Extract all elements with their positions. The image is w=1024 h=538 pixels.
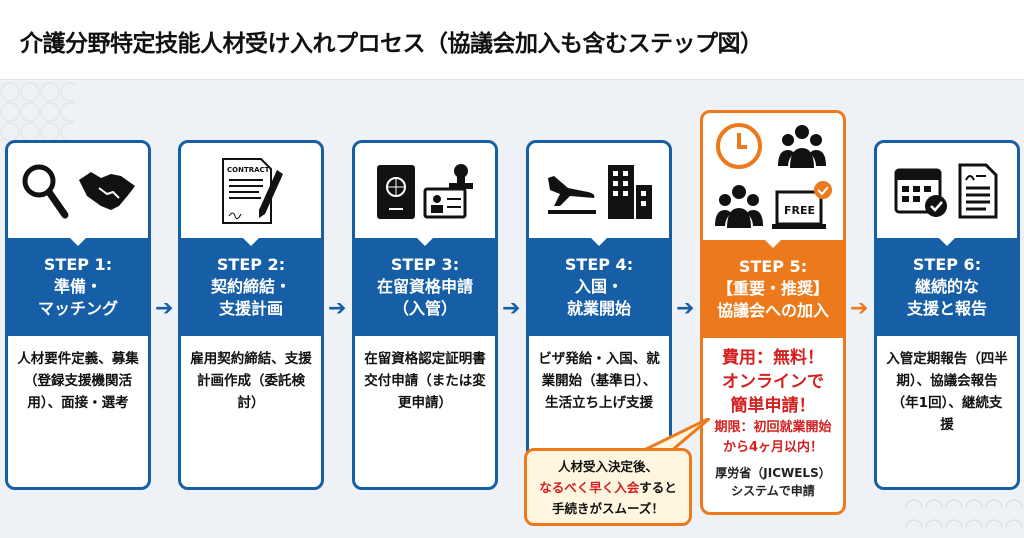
- handshake-icon: [79, 171, 135, 210]
- title-bar: 介護分野特定技能人材受け入れプロセス（協議会加入も含むステップ図）: [0, 0, 1024, 80]
- callout-highlight: なるべく早く入会: [539, 480, 640, 495]
- step-title: 就業開始: [566, 299, 631, 318]
- decorative-wave-pattern: [904, 488, 1024, 538]
- online-text: 簡単申請！: [730, 396, 816, 416]
- free-label: FREE: [784, 204, 815, 217]
- step-6-card: STEP 6: 継続的な 支援と報告 入管定期報告（四半期）、協議会報告（年1回…: [874, 140, 1020, 490]
- step-title: 継続的な: [914, 277, 979, 296]
- step-label: STEP 3:: [390, 255, 460, 274]
- step-label: STEP 2:: [216, 255, 286, 274]
- step-label: STEP 6:: [912, 255, 982, 274]
- callout-line: 人材受入決定後、: [557, 459, 658, 474]
- step-5-card: FREE STEP 5: 【重要・推奨】 協議会への加入 費用：無料！ オンライ…: [700, 110, 846, 515]
- decorative-pattern: [0, 82, 75, 142]
- magnifier-icon: [22, 164, 69, 218]
- contract-icon: CONTRACT: [222, 157, 283, 224]
- passport-icon: [377, 164, 415, 219]
- callout-line: すると: [639, 480, 677, 495]
- contract-label: CONTRACT: [227, 166, 270, 174]
- step-title: 支援と報告: [906, 299, 987, 318]
- step-1-card: STEP 1: 準備・ マッチング 人材要件定義、募集（登録支援機関活用）、面接…: [5, 140, 151, 490]
- page-title: 介護分野特定技能人材受け入れプロセス（協議会加入も含むステップ図）: [20, 31, 763, 57]
- callout-tail: [640, 418, 710, 452]
- step-4-card: STEP 4: 入国・ 就業開始 ビザ発給・入国、就業開始（基準日）、生活立ち上…: [526, 140, 672, 490]
- online-text: オンラインで: [722, 372, 824, 392]
- clock-icon: [716, 123, 762, 169]
- group-icon: [715, 185, 763, 228]
- step-description: 在留資格認定証明書交付申請（または変更申請）: [364, 351, 486, 411]
- step-title: 協議会への加入: [716, 301, 829, 320]
- airplane-icon: [548, 175, 596, 214]
- step-3-card: STEP 3: 在留資格申請 （入管） 在留資格認定証明書交付申請（または変更申…: [352, 140, 498, 490]
- step-description: ビザ発給・入国、就業開始（基準日）、生活立ち上げ支援: [538, 351, 660, 411]
- step-label: STEP 4:: [564, 255, 634, 274]
- step-title: 準備・: [53, 277, 102, 296]
- step-title: マッチング: [37, 299, 118, 318]
- step-title: 入国・: [574, 277, 623, 296]
- step-label: STEP 1:: [43, 255, 113, 274]
- step-title: 支援計画: [218, 299, 283, 318]
- step-title: 【重要・推奨】: [716, 279, 829, 298]
- arrow-right-icon: ➔: [676, 296, 695, 321]
- step-title: （入管）: [392, 299, 457, 318]
- cost-text: 費用：無料！: [722, 348, 824, 368]
- laptop-free-icon: FREE: [772, 181, 832, 229]
- calendar-check-icon: [894, 168, 947, 217]
- arrow-right-icon: ➔: [850, 296, 869, 321]
- step-title: 在留資格申請: [376, 277, 473, 296]
- callout-line: 手続きがスムーズ！: [552, 501, 664, 516]
- arrow-right-icon: ➔: [502, 296, 521, 321]
- deadline-text: 期限：初回就業開始から4ヶ月以内！: [714, 420, 832, 455]
- stamp-id-icon: [423, 163, 473, 218]
- arrow-right-icon: ➔: [155, 296, 174, 321]
- group-icon: [778, 125, 826, 168]
- building-icon: [608, 164, 652, 219]
- callout-bubble: 人材受入決定後、 なるべく早く入会すると 手続きがスムーズ！: [524, 448, 692, 526]
- step-2-card: CONTRACT STEP 2: 契約締結・ 支援計画 雇用契約締結、支援計画作…: [178, 140, 324, 490]
- step-description: 入管定期報告（四半期）、協議会報告（年1回）、継続支援: [886, 351, 1008, 433]
- step-description: 雇用契約締結、支援計画作成（委託検討）: [190, 351, 312, 411]
- step-title: 契約締結・: [210, 277, 291, 296]
- document-icon: [958, 163, 998, 218]
- system-text: 厚労省（JICWELS）システムで申請: [715, 466, 831, 498]
- step-description: 人材要件定義、募集（登録支援機関活用）、面接・選考: [17, 351, 139, 411]
- step-label: STEP 5:: [738, 257, 808, 276]
- arrow-right-icon: ➔: [328, 296, 347, 321]
